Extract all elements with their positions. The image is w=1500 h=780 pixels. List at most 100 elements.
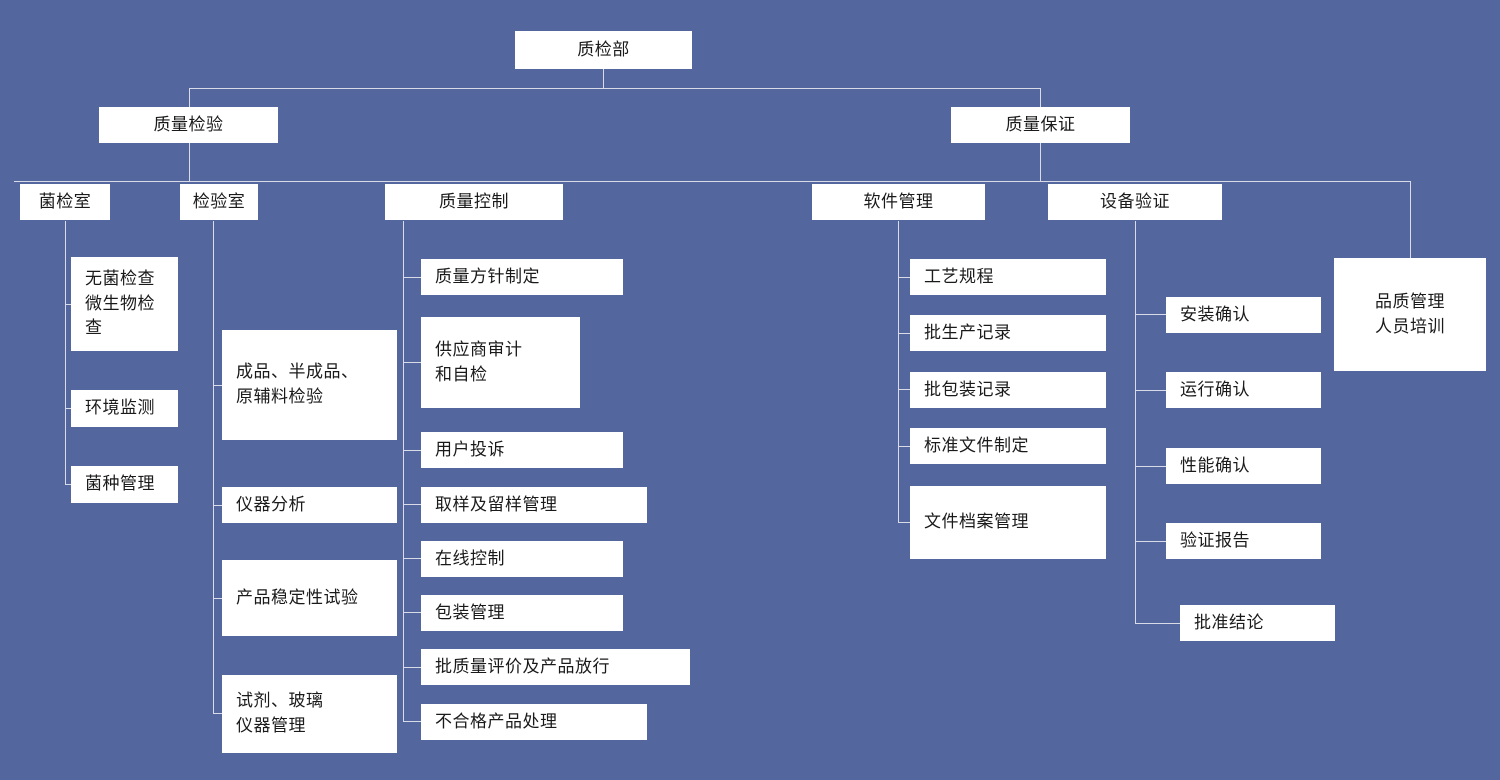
connector-trunk-zhiliangkongzhi [403,221,404,721]
node-standard-document-formulation-label: 标准文件制定 [924,435,1029,456]
node-approval-conclusion-label: 批准结论 [1194,612,1264,633]
node-environment-monitoring[interactable]: 环境监测 [71,390,178,427]
node-installation-qualification-label: 安装确认 [1180,304,1250,325]
node-sterility-microbio-test[interactable]: 无菌检查 微生物检查 [71,257,178,351]
node-supplier-audit-self-inspection[interactable]: 供应商审计 和自检 [421,317,580,408]
node-validation-report-label: 验证报告 [1180,530,1250,551]
node-strain-management[interactable]: 菌种管理 [71,466,178,503]
connector-quality-inspection-down [189,142,190,182]
node-performance-qualification-label: 性能确认 [1180,455,1250,476]
connector-level3-bus [14,181,1410,182]
node-quality-policy-formulation[interactable]: 质量方针制定 [421,259,623,295]
node-strain-management-label: 菌种管理 [85,474,155,495]
node-zhiliangkongzhi[interactable]: 质量控制 [385,184,563,220]
connector-level2-bus [189,88,1041,89]
connector-stub-sw-3 [898,389,910,390]
node-standard-document-formulation[interactable]: 标准文件制定 [910,428,1106,464]
node-quality-staff-training-label: 品质管理 人员培训 [1375,291,1445,337]
connector-trunk-ruanjianguanli [898,221,899,522]
node-instrument-analysis[interactable]: 仪器分析 [222,487,397,523]
node-jianyanshi-label: 检验室 [192,191,246,212]
node-batch-packaging-record[interactable]: 批包装记录 [910,372,1106,408]
connector-stub-sw-2 [898,333,910,334]
node-sampling-retention-management[interactable]: 取样及留样管理 [421,487,647,523]
node-finished-semi-raw-inspection[interactable]: 成品、半成品、 原辅料检验 [222,330,397,440]
connector-stub-eq-5 [1135,623,1180,624]
connector-stub-sw-5 [898,522,910,523]
connector-level2-left-down [189,88,190,108]
node-quality-staff-training[interactable]: 品质管理 人员培训 [1334,258,1486,371]
node-product-stability-test[interactable]: 产品稳定性试验 [222,560,397,636]
node-process-regulation-label: 工艺规程 [924,266,994,287]
node-jianyanshi[interactable]: 检验室 [180,184,258,220]
node-customer-complaint[interactable]: 用户投诉 [421,432,623,468]
node-validation-report[interactable]: 验证报告 [1166,523,1321,559]
connector-stub-qc-4 [403,504,421,505]
node-quality-assurance[interactable]: 质量保证 [951,107,1130,143]
node-online-control-label: 在线控制 [435,548,505,569]
node-approval-conclusion[interactable]: 批准结论 [1180,605,1335,641]
node-customer-complaint-label: 用户投诉 [435,439,505,460]
node-instrument-analysis-label: 仪器分析 [236,494,306,515]
connector-stub-junjianshi-2 [65,408,71,409]
connector-trunk-jianyanshi [213,221,214,713]
node-nonconforming-product-handling[interactable]: 不合格产品处理 [421,704,647,740]
node-environment-monitoring-label: 环境监测 [85,398,155,419]
node-ruanjianguanli[interactable]: 软件管理 [812,184,985,220]
node-root-label: 质检部 [577,39,630,60]
connector-standalone-down [1410,181,1411,258]
node-batch-quality-review-release-label: 批质量评价及产品放行 [435,656,610,677]
node-installation-qualification[interactable]: 安装确认 [1166,297,1321,333]
connector-stub-qc-8 [403,721,421,722]
node-operational-qualification[interactable]: 运行确认 [1166,372,1321,408]
connector-stub-qc-7 [403,667,421,668]
connector-trunk-junjianshi [65,221,66,485]
node-reagent-glassware-management[interactable]: 试剂、玻璃 仪器管理 [222,675,397,753]
connector-stub-jianyanshi-3 [213,598,222,599]
node-supplier-audit-self-inspection-label: 供应商审计 和自检 [435,339,523,385]
node-batch-production-record[interactable]: 批生产记录 [910,315,1106,351]
node-batch-quality-review-release[interactable]: 批质量评价及产品放行 [421,649,690,685]
connector-stub-eq-1 [1135,314,1166,315]
connector-stub-jianyanshi-4 [213,713,222,714]
node-document-archive-management-label: 文件档案管理 [924,512,1029,533]
connector-trunk-shebeiyanzheng [1135,221,1136,623]
connector-stub-qc-3 [403,450,421,451]
node-packaging-management-label: 包装管理 [435,602,505,623]
connector-stub-junjianshi-3 [65,484,71,485]
connector-stub-junjianshi-1 [65,304,71,305]
node-zhiliangkongzhi-label: 质量控制 [439,191,509,212]
node-sterility-microbio-test-label: 无菌检查 微生物检查 [85,269,155,339]
connector-stub-eq-4 [1135,541,1166,542]
node-ruanjianguanli-label: 软件管理 [863,191,934,212]
connector-quality-assurance-down [1040,142,1041,182]
node-batch-production-record-label: 批生产记录 [924,322,1012,343]
node-sampling-retention-management-label: 取样及留样管理 [435,494,558,515]
node-product-stability-test-label: 产品稳定性试验 [236,587,359,608]
node-reagent-glassware-management-label: 试剂、玻璃 仪器管理 [236,691,324,736]
node-online-control[interactable]: 在线控制 [421,541,623,577]
connector-stub-sw-1 [898,277,910,278]
node-shebeiyanzheng[interactable]: 设备验证 [1048,184,1222,220]
node-quality-assurance-label: 质量保证 [1005,114,1076,135]
node-shebeiyanzheng-label: 设备验证 [1100,191,1170,212]
connector-stub-qc-2 [403,362,421,363]
node-document-archive-management[interactable]: 文件档案管理 [910,486,1106,559]
node-performance-qualification[interactable]: 性能确认 [1166,448,1321,484]
connector-stub-qc-5 [403,558,421,559]
node-packaging-management[interactable]: 包装管理 [421,595,623,631]
connector-stub-eq-2 [1135,390,1166,391]
connector-stub-sw-4 [898,446,910,447]
node-quality-inspection-label: 质量检验 [153,114,224,135]
node-junjianshi[interactable]: 菌检室 [20,184,110,220]
node-quality-inspection[interactable]: 质量检验 [99,107,278,143]
connector-level2-right-down [1040,88,1041,108]
connector-stub-qc-1 [403,277,421,278]
node-junjianshi-label: 菌检室 [38,191,92,212]
connector-stub-jianyanshi-1 [213,385,222,386]
node-root[interactable]: 质检部 [515,31,692,69]
node-quality-policy-formulation-label: 质量方针制定 [435,266,540,287]
node-batch-packaging-record-label: 批包装记录 [924,379,1012,400]
connector-stub-eq-3 [1135,466,1166,467]
node-process-regulation[interactable]: 工艺规程 [910,259,1106,295]
